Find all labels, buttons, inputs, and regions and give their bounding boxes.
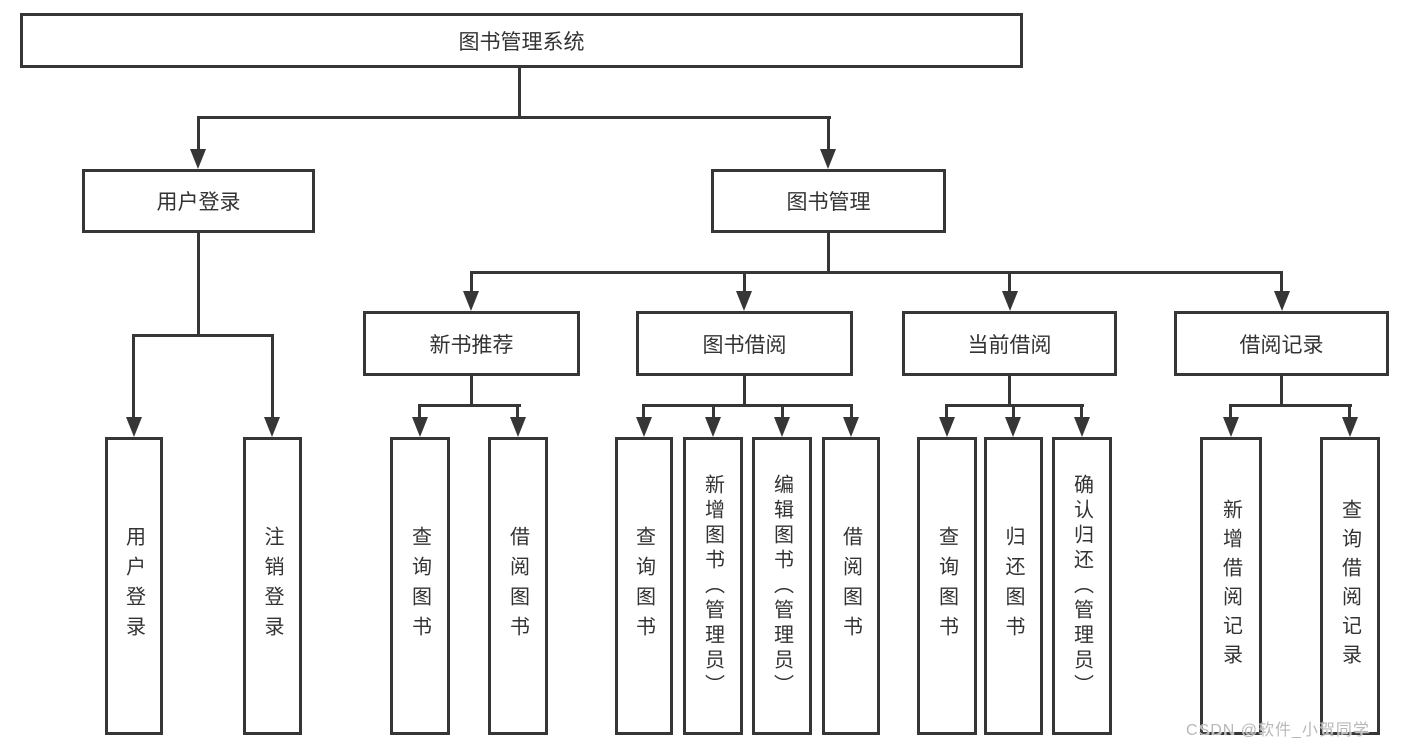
node-label: 图书管理	[786, 191, 871, 214]
leaf-label: 新增图书（管理员）	[701, 473, 724, 699]
leaf-user-login: 用户登录	[105, 437, 163, 735]
connector-stem-book-borrow	[743, 271, 746, 291]
connector-stem-cb-return	[1012, 404, 1015, 417]
connector-stem-rec-borrow	[516, 404, 519, 417]
connector-stem-cb-query	[945, 404, 948, 417]
node-label: 借阅记录	[1239, 333, 1324, 357]
leaf-records-add-borrow-record: 新增借阅记录	[1200, 437, 1262, 735]
leaf-label: 查询图书	[632, 526, 655, 646]
connector-user-login-branch	[132, 334, 274, 337]
connector-book-mgmt-trunk	[827, 233, 830, 274]
node-label: 用户登录	[156, 191, 241, 214]
connector-stem-cb-confirm	[1080, 404, 1083, 417]
arrowhead-bb-edit-icon	[774, 417, 790, 437]
connector-new-book-rec-trunk	[470, 376, 473, 406]
connector-stem-new-book-rec	[470, 271, 473, 291]
node-label: 图书管理系统	[458, 30, 585, 54]
connector-borrow-records-trunk	[1280, 376, 1283, 406]
leaf-recommend-query-books: 查询图书	[390, 437, 450, 735]
arrowhead-borrow-records-icon	[1274, 291, 1290, 311]
node-borrowing-records: 借阅记录	[1174, 311, 1389, 376]
csdn-watermark: CSDN @软件_小贺同学	[1186, 722, 1370, 739]
arrowhead-br-query-icon	[1342, 417, 1358, 437]
leaf-borrowing-borrow-books: 借阅图书	[822, 437, 880, 735]
arrowhead-rec-borrow-icon	[510, 417, 526, 437]
connector-book-borrow-branch	[642, 404, 853, 407]
node-new-book-recommend: 新书推荐	[363, 311, 580, 376]
leaf-label: 新增借阅记录	[1219, 499, 1242, 673]
leaf-borrowing-query-books: 查询图书	[615, 437, 673, 735]
connector-stem-borrow-records	[1280, 271, 1283, 291]
connector-stem-br-query	[1348, 404, 1351, 417]
connector-stem-br-add	[1229, 404, 1232, 417]
leaf-records-query-borrow-record: 查询借阅记录	[1320, 437, 1380, 735]
arrowhead-bb-add-icon	[705, 417, 721, 437]
leaf-borrowing-edit-books-admin: 编辑图书（管理员）	[752, 437, 812, 735]
node-current-borrowing: 当前借阅	[902, 311, 1117, 376]
leaf-label: 查询借阅记录	[1338, 499, 1361, 673]
connector-stem-leaf-logout	[271, 334, 274, 417]
arrowhead-current-borrow-icon	[1002, 291, 1018, 311]
leaf-label: 归还图书	[1002, 526, 1024, 646]
connector-current-borrow-trunk	[1008, 376, 1011, 406]
connector-user-login-trunk	[197, 233, 200, 337]
leaf-current-return-books: 归还图书	[984, 437, 1043, 735]
node-book-borrowing: 图书借阅	[636, 311, 853, 376]
connector-stem-user-login	[197, 116, 200, 149]
leaf-label: 借阅图书	[506, 526, 529, 646]
leaf-logout: 注销登录	[243, 437, 302, 735]
leaf-label: 编辑图书（管理员）	[770, 473, 793, 699]
arrowhead-book-mgmt-icon	[820, 149, 836, 169]
leaf-label: 查询图书	[935, 526, 958, 646]
arrowhead-bb-borrow-icon	[843, 417, 859, 437]
leaf-current-query-books: 查询图书	[917, 437, 977, 735]
leaf-current-confirm-return-admin: 确认归还（管理员）	[1052, 437, 1112, 735]
leaf-label: 借阅图书	[839, 526, 862, 646]
connector-stem-current-borrow	[1008, 271, 1011, 291]
arrowhead-new-book-rec-icon	[463, 291, 479, 311]
connector-root-trunk	[518, 68, 521, 119]
connector-root-branch	[197, 116, 831, 119]
node-library-system: 图书管理系统	[20, 13, 1023, 68]
connector-stem-bb-edit	[781, 404, 784, 417]
connector-new-book-rec-branch	[418, 404, 521, 407]
node-label: 新书推荐	[429, 333, 514, 357]
arrowhead-rec-query-icon	[412, 417, 428, 437]
connector-stem-book-mgmt	[827, 116, 830, 149]
connector-stem-leaf-login	[132, 334, 135, 417]
leaf-label: 用户登录	[122, 526, 145, 646]
connector-book-borrow-trunk	[743, 376, 746, 406]
leaf-label: 确认归还（管理员）	[1070, 473, 1093, 699]
leaf-label: 查询图书	[408, 526, 431, 646]
connector-stem-rec-query	[418, 404, 421, 417]
node-user-login: 用户登录	[82, 169, 315, 233]
arrowhead-cb-confirm-icon	[1074, 417, 1090, 437]
arrowhead-bb-query-icon	[636, 417, 652, 437]
connector-book-mgmt-branch	[470, 271, 1283, 274]
arrowhead-leaf-login-icon	[126, 417, 142, 437]
arrowhead-user-login-icon	[190, 149, 206, 169]
leaf-borrowing-add-books-admin: 新增图书（管理员）	[683, 437, 743, 735]
node-book-management: 图书管理	[711, 169, 946, 233]
arrowhead-book-borrow-icon	[736, 291, 752, 311]
connector-stem-bb-add	[712, 404, 715, 417]
connector-stem-bb-borrow	[850, 404, 853, 417]
arrowhead-cb-query-icon	[939, 417, 955, 437]
leaf-recommend-borrow-books: 借阅图书	[488, 437, 548, 735]
arrowhead-leaf-logout-icon	[264, 417, 280, 437]
arrowhead-cb-return-icon	[1005, 417, 1021, 437]
connector-borrow-records-branch	[1229, 404, 1352, 407]
node-label: 图书借阅	[702, 333, 787, 357]
leaf-label: 注销登录	[261, 526, 283, 646]
arrowhead-br-add-icon	[1223, 417, 1239, 437]
node-label: 当前借阅	[967, 333, 1052, 357]
connector-stem-bb-query	[642, 404, 645, 417]
